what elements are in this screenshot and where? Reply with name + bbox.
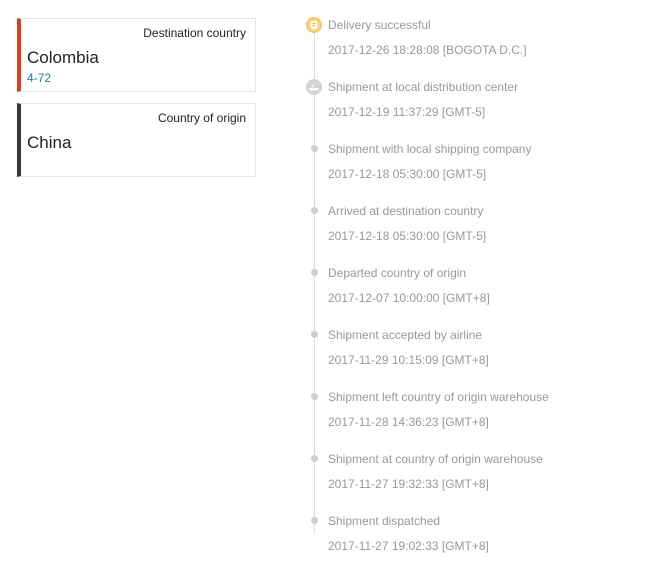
timeline-event: Delivery successful 2017-12-26 18:28:08 … <box>300 16 640 78</box>
timeline-event: Departed country of origin 2017-12-07 10… <box>300 264 640 326</box>
event-time: 2017-12-07 10:00:00 [GMT+8] <box>328 291 490 305</box>
destination-country-name: Colombia <box>27 48 99 67</box>
timeline-event: Shipment with local shipping company 201… <box>300 140 640 202</box>
timeline-dot-icon <box>311 393 318 400</box>
event-title: Arrived at destination country <box>328 204 484 218</box>
timeline-dot-icon <box>311 331 318 338</box>
timeline-event: Shipment at country of origin warehouse … <box>300 450 640 512</box>
destination-carrier-link[interactable]: 4-72 <box>27 71 52 85</box>
event-title: Departed country of origin <box>328 266 467 280</box>
timeline-dot-icon <box>311 207 318 214</box>
event-time: 2017-12-18 05:30:00 [GMT-5] <box>328 229 487 243</box>
event-title: Shipment at local distribution center <box>328 80 519 94</box>
event-title: Shipment dispatched <box>328 514 441 528</box>
timeline-line <box>314 26 315 533</box>
event-time: 2017-12-26 18:28:08 [BOGOTA D.C.] <box>328 43 527 57</box>
destination-country-label: Destination country <box>143 26 246 40</box>
event-time: 2017-11-28 14:36:23 [GMT+8] <box>328 415 489 429</box>
event-title: Delivery successful <box>328 18 431 32</box>
event-title: Shipment accepted by airline <box>328 328 483 342</box>
event-title: Shipment at country of origin warehouse <box>328 452 543 466</box>
event-title: Shipment left country of origin warehous… <box>328 390 549 404</box>
timeline-event: Arrived at destination country 2017-12-1… <box>300 202 640 264</box>
tracking-timeline: Delivery successful 2017-12-26 18:28:08 … <box>300 16 640 561</box>
timeline-dot-icon <box>311 455 318 462</box>
timeline-dot-icon <box>311 145 318 152</box>
event-time: 2017-11-29 10:15:09 [GMT+8] <box>328 353 489 367</box>
origin-country-label: Country of origin <box>157 111 246 125</box>
distribution-center-icon <box>306 79 322 95</box>
timeline-event: Shipment accepted by airline 2017-11-29 … <box>300 326 640 388</box>
origin-country-name: China <box>27 133 72 152</box>
timeline-event: Shipment dispatched 2017-11-27 19:02:33 … <box>300 512 640 574</box>
timeline-event: Shipment at local distribution center 20… <box>300 78 640 140</box>
timeline-dot-icon <box>311 269 318 276</box>
event-time: 2017-12-18 05:30:00 [GMT-5] <box>328 167 487 181</box>
timeline-event: Shipment left country of origin warehous… <box>300 388 640 450</box>
timeline-dot-icon <box>311 517 318 524</box>
delivered-icon <box>306 17 322 33</box>
event-time: 2017-11-27 19:32:33 [GMT+8] <box>328 477 489 491</box>
origin-country-card: Country of origin China <box>17 103 256 177</box>
event-time: 2017-12-19 11:37:29 [GMT-5] <box>328 105 486 119</box>
event-time: 2017-11-27 19:02:33 [GMT+8] <box>328 539 489 553</box>
event-title: Shipment with local shipping company <box>328 142 532 156</box>
destination-country-card: Destination country Colombia 4-72 <box>17 18 256 92</box>
